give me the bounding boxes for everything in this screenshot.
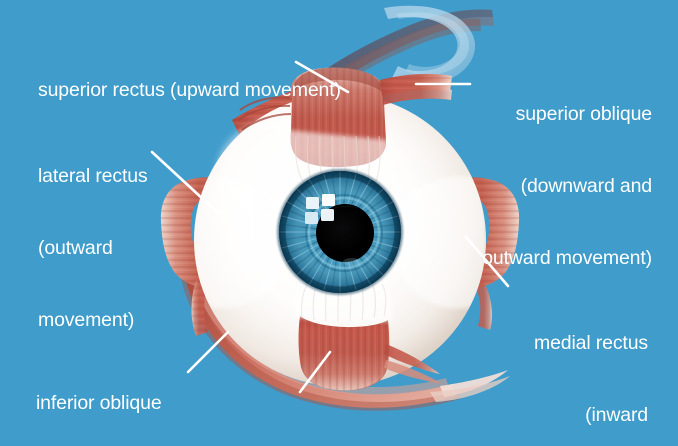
label-superior-rectus-line-1: superior rectus (upward movement)	[38, 79, 341, 101]
label-superior-oblique-line-2: (downward and	[520, 175, 653, 197]
superior-rectus-muscle	[237, 67, 452, 197]
label-medial-rectus-line-2: (inward	[585, 404, 648, 426]
label-inferior-oblique-line-1: inferior oblique	[36, 392, 162, 414]
label-superior-oblique-line-1: superior oblique	[515, 103, 653, 125]
label-lateral-rectus-line-1: lateral rectus	[38, 165, 148, 187]
leader-line-inferior-rectus	[298, 350, 332, 394]
leader-line-superior-rectus	[294, 60, 350, 94]
leader-lines	[150, 60, 510, 394]
highlight-reflection	[305, 194, 335, 224]
leader-line-medial-rectus	[464, 235, 510, 288]
trochlea	[384, 5, 476, 86]
label-lateral-rectus-line-3: movement)	[38, 309, 135, 331]
leader-line-inferior-oblique	[186, 330, 230, 374]
label-superior-oblique-line-3: outward movement)	[482, 247, 652, 269]
label-inferior-rectus: inferior rectus (downward movement)	[288, 400, 605, 446]
label-lateral-rectus: lateral rectus (outward movement)	[38, 116, 148, 380]
rectus-tendon-fans	[194, 176, 486, 309]
leader-line-lateral-rectus	[150, 150, 220, 215]
label-inferior-oblique: inferior oblique (upward and outward mov…	[36, 343, 206, 446]
label-medial-rectus-line-1: medial rectus	[533, 332, 648, 354]
label-superior-rectus: superior rectus (upward movement)	[38, 30, 341, 150]
iris	[277, 169, 403, 295]
label-superior-oblique: superior oblique (downward and outward m…	[482, 54, 652, 318]
inferior-oblique-muscle	[180, 268, 510, 411]
label-lateral-rectus-line-2: (outward	[38, 237, 113, 259]
label-medial-rectus: medial rectus (inward movement)	[534, 283, 648, 446]
